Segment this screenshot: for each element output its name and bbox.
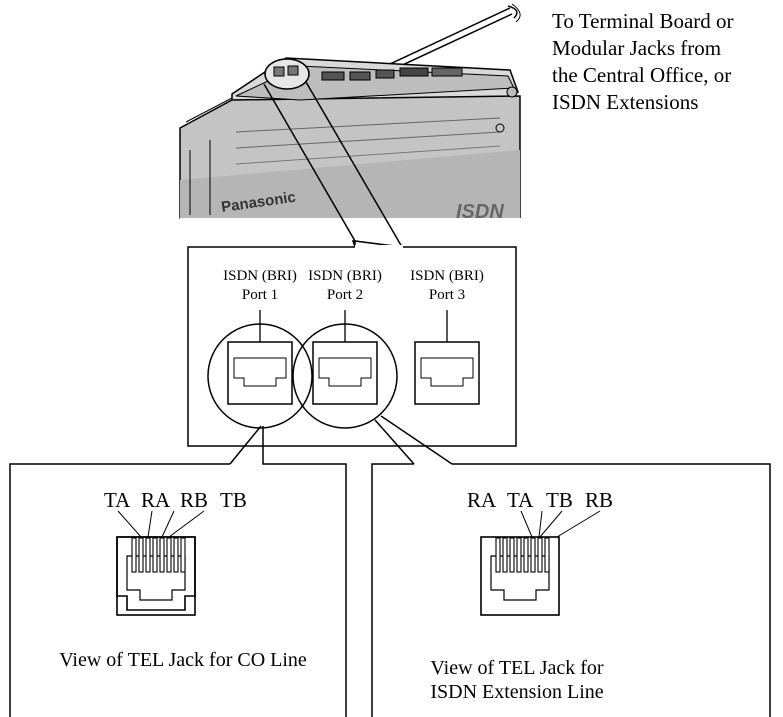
port-2-jack (312, 341, 378, 405)
ext-pin-label: RA (467, 488, 497, 512)
callout-line: Modular Jacks from (552, 36, 722, 60)
port-2-circle (292, 323, 398, 429)
ext-pin-label: RB (585, 488, 614, 512)
callout-line: the Central Office, or (552, 63, 732, 87)
co-pin-label: RB (180, 488, 209, 512)
callout-line: ISDN Extensions (552, 90, 699, 114)
co-pin-label: TA (104, 488, 131, 512)
port-3-label: ISDN (BRI) Port 3 (410, 268, 484, 303)
ext-pin-label: TB (546, 488, 573, 512)
port-2-label: ISDN (BRI) Port 2 (308, 268, 382, 303)
cable-callout: To Terminal Board or Modular Jacks from … (552, 8, 734, 116)
device-illustration: Panasonic ISDN (179, 3, 530, 234)
co-jack-caption: View of TEL Jack for CO Line (59, 649, 307, 671)
co-pin-label: RA (141, 488, 171, 512)
port-1-label: ISDN (BRI) Port 1 (223, 268, 297, 303)
callout-line: To Terminal Board or (552, 9, 734, 33)
isdn-badge: ISDN (456, 201, 504, 223)
ext-jack-caption: View of TEL Jack for ISDN Extension Line (430, 657, 604, 703)
ext-jack-box (371, 463, 771, 717)
ext-jack-drawing (480, 510, 601, 616)
co-pin-label: TB (220, 488, 247, 512)
port-3-jack (414, 341, 480, 405)
zoom-lines (263, 81, 403, 248)
co-jack-drawing (116, 510, 205, 616)
ext-pin-label: TA (507, 488, 534, 512)
co-jack-box (9, 463, 347, 717)
port-1-jack (227, 341, 293, 405)
